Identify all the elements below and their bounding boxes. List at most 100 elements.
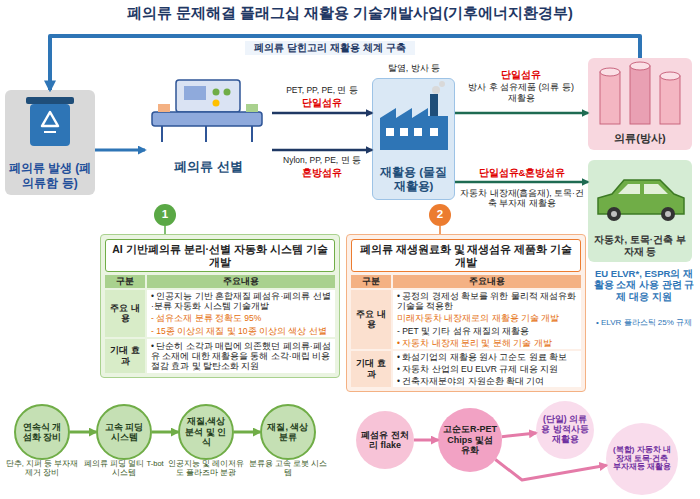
connector (495, 460, 606, 480)
node-subtext: 주요 내용 (105, 290, 145, 337)
connector (272, 112, 372, 115)
connector (152, 431, 178, 434)
car-icon (661, 207, 675, 221)
node-text: 고속 피딩 시스템 (103, 422, 145, 443)
node-subtext: • 건축자재분야의 자원순환 확대 기여 (393, 375, 581, 387)
recycle-bin-icon (42, 112, 58, 126)
fiber-type: 단일섬유 (273, 97, 371, 108)
connector (272, 149, 372, 152)
node-text: 2 (437, 208, 443, 222)
factory-icon (400, 128, 408, 136)
node-text: 재질,색상 분석 및 인식 (185, 416, 227, 447)
factory-icon (439, 81, 445, 87)
connector (414, 439, 438, 442)
sorting-machine (152, 112, 262, 126)
sorting-machine (162, 126, 252, 142)
node-subtext: 미래자동차 내장재로의 재활용 기술 개발 (393, 312, 581, 324)
process-step: 연속식 개섬화 장비단추, 지퍼 등 부자재 제거 장비 (14, 404, 70, 460)
sorting-machine (213, 100, 220, 107)
fabric-rolls (630, 66, 650, 124)
edge-label: 방사 후 섬유제품 (의류 등) 재활용 (466, 82, 576, 104)
node-subtext: 구분 (105, 275, 145, 288)
node-subtext: 구분 (351, 275, 391, 288)
sorting-machine (152, 80, 262, 142)
sorting-machine (224, 89, 231, 96)
node-text: 폐의류 재생원료화 및 재생섬유 제품화 기술개발 (351, 239, 581, 272)
sorting-machine (213, 89, 220, 96)
node-text: 재질, 색상 분류 (267, 422, 309, 443)
node-subtext: • 공정의 경제성 확보를 위한 물리적 재섬유화 기술을 적용한 (393, 290, 581, 312)
callout-number: 1 (154, 204, 176, 226)
fabric-rolls (600, 62, 680, 124)
sorting-machine (184, 86, 206, 100)
fiber-type: 단일섬유 (466, 69, 576, 80)
process-note: 탈염, 방사 등 (368, 63, 460, 74)
product-step: (단일) 의류용 방적사등 재활용 (536, 401, 594, 459)
edge-label: 자동차 내장재(흡음재), 토목·건축 부자재 재활용 (460, 188, 584, 208)
factory-icon (430, 94, 438, 116)
node-text: 재활용 (물질재활용) (376, 166, 451, 194)
factory-icon (380, 81, 448, 150)
node-text: (복합) 자동차 내장재 토목·건축 부자재등 재활용 (611, 446, 673, 472)
material-step: 고순도R-PET Chips 및섬유화 (438, 408, 502, 472)
car-icon (665, 211, 671, 217)
node-text: 자동차, 토목·건축 부자재 등 (591, 234, 689, 257)
node-subtext: 주요내용 (147, 275, 335, 288)
recycling-box: 재활용 (물질재활용) (372, 78, 455, 200)
node-subtext: 분류용 고속 로봇 시스템 (248, 460, 328, 477)
project-panel: AI 기반폐의류 분리·선별 자동화 시스템 기술개발구분주요내용주요 내용• … (100, 234, 340, 378)
automotive-box: 자동차, 토목·건축 부자재 등 (588, 160, 692, 262)
material-step: 폐섬유 전처리 flake (356, 411, 414, 469)
sorting-machine (176, 80, 240, 112)
node-subtext: - 15종 이상의 재질 및 10종 이상의 색상 선별 (147, 325, 335, 337)
fabric-rolls (600, 68, 620, 76)
project-panel: 폐의류 재생원료화 및 재생섬유 제품화 기술개발구분주요내용주요 내용• 공정… (346, 234, 586, 392)
node-text: 폐의류 선별 (174, 160, 242, 175)
node-subtext: • 인공지능 기반 혼합재질 폐섬유·폐의류 선별·분류 자동화 시스템 기술개… (147, 290, 335, 312)
fabric-rolls (660, 72, 680, 80)
process-step: 재질,색상 분석 및 인식인공지능 및 레이저유도 플라즈마 분광 (178, 404, 234, 460)
node-subtext: 주요 내용 (351, 290, 391, 349)
factory-icon (386, 128, 394, 136)
recycle-bin-icon (44, 131, 56, 133)
source-box: 폐의류 발생 (폐의류함 등) (5, 90, 95, 195)
clothing-box: 의류(방사) (588, 58, 692, 150)
node-text: (단일) 의류용 방적사등 재활용 (541, 415, 589, 444)
fiber-type: 혼방섬유 (272, 167, 372, 178)
edge-label: 폐의류 닫힌고리 재활용 체계 구축 (245, 41, 415, 55)
node-text: 의류(방사) (614, 132, 665, 145)
factory-icon (432, 86, 440, 94)
node-text: AI 기반폐의류 분리·선별 자동화 시스템 기술개발 (105, 239, 335, 272)
factory-icon (380, 108, 448, 150)
fabric-rolls (600, 72, 620, 124)
node-text: 연속식 개섬화 장비 (21, 422, 63, 443)
fabric-rolls (630, 62, 650, 70)
recycle-bin-icon (30, 104, 70, 146)
node-subtext: 주요내용 (393, 275, 581, 288)
connector (164, 226, 166, 234)
node-subtext: • 자동차 산업의 EU ELVR 규제 대응 지원 (393, 363, 581, 375)
node-subtext: 단추, 지퍼 등 부자재 제거 장비 (2, 460, 82, 477)
node-text: 1 (162, 208, 168, 222)
node-text: 폐섬유 전처리 flake (361, 430, 409, 451)
factory-icon (430, 128, 438, 136)
sorting-stage: 폐의류 선별 (145, 70, 272, 180)
connector (502, 433, 536, 437)
edge-label: Nylon, PP, PE, 면 등 (272, 155, 372, 165)
process-step: 재질, 색상 분류분류용 고속 로봇 시스템 (260, 404, 316, 460)
callout-number: 2 (429, 204, 451, 226)
connector (234, 431, 260, 434)
recycle-bin-icon (26, 97, 74, 146)
connector (455, 112, 588, 115)
diagram-title: 폐의류 문제해결 플래그십 재활용 기술개발사업(기후에너지환경부) (0, 5, 700, 22)
node-subtext: 인공지능 및 레이저유도 플라즈마 분광 (166, 460, 246, 477)
product-step: (복합) 자동차 내장재 토목·건축 부자재등 재활용 (606, 423, 678, 495)
node-text: 고순도R-PET Chips 및섬유화 (443, 424, 497, 455)
car-icon (598, 180, 684, 221)
recycle-bin-icon (26, 97, 74, 104)
car-icon (618, 184, 668, 194)
regulation-note: EU ELVR*, ESPR의 재활용 소재 사용 관련 규제 대응 지원 (591, 268, 697, 302)
connector (70, 431, 96, 434)
node-subtext: - PET 및 기타 섬유 재질의 재활용 (393, 325, 581, 337)
connector (95, 149, 145, 152)
